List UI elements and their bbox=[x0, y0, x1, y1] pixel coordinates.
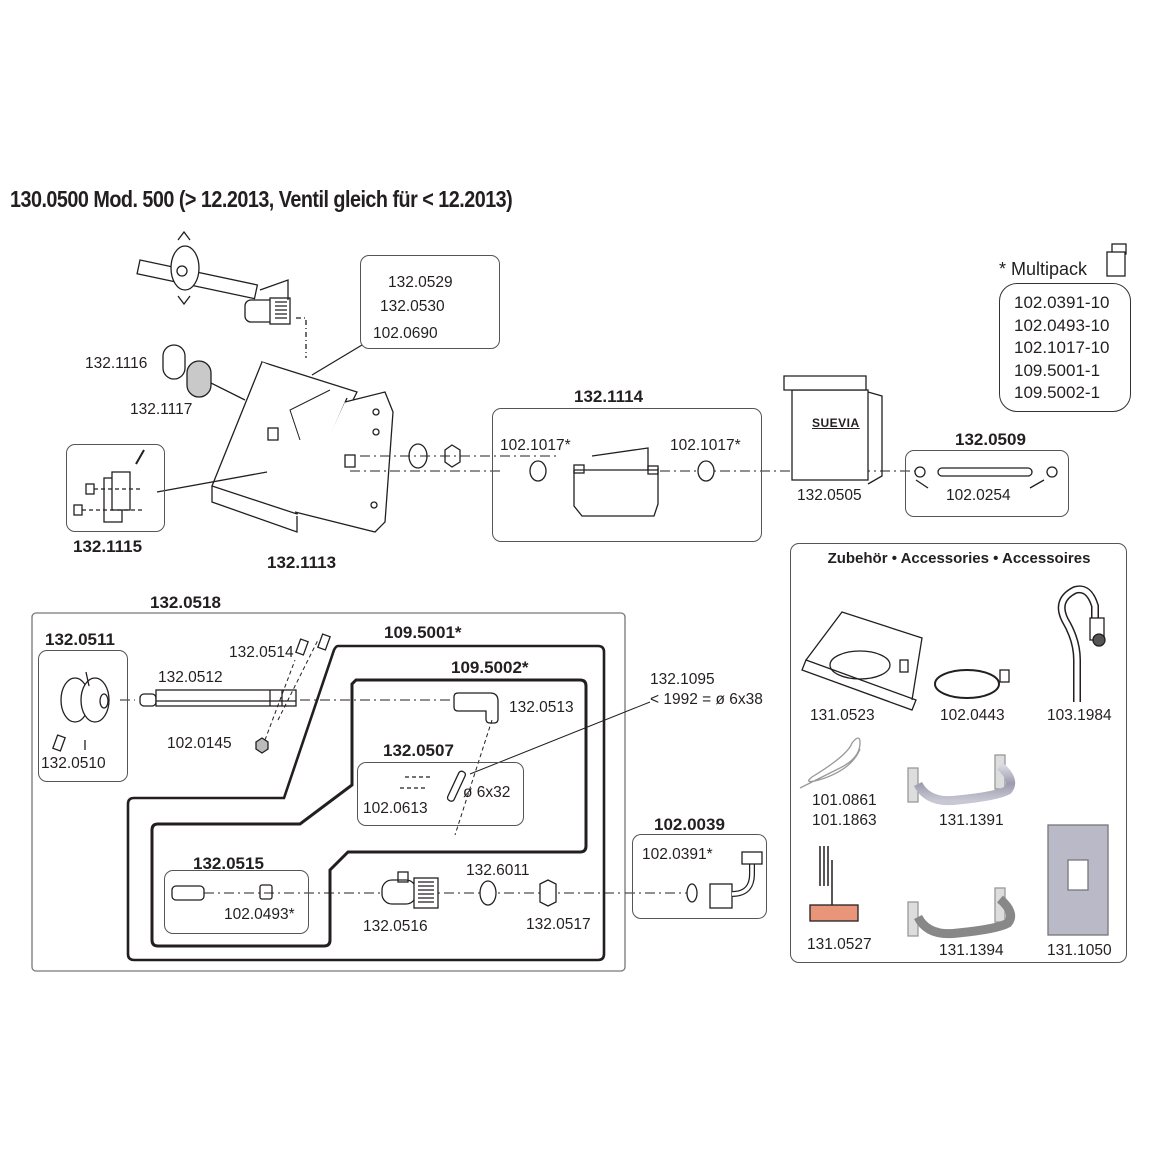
multipack-item: 102.1017-10 bbox=[1014, 338, 1110, 357]
part-label-bushing-left: 102.1017* bbox=[500, 437, 571, 454]
part-label-plate: 102.0690 bbox=[373, 325, 438, 342]
part-label-bracket-kit: 132.1115 bbox=[73, 537, 143, 556]
part-label-bolt: 132.0529 bbox=[388, 274, 453, 291]
accessory-drawing-131-0523 bbox=[801, 611, 923, 711]
accessory-label: 131.0527 bbox=[807, 936, 872, 953]
multipack-box-icon bbox=[1106, 243, 1127, 277]
lever-group-frame bbox=[38, 650, 128, 782]
lever-drawing bbox=[52, 671, 110, 752]
brand-logo: SUEVIA bbox=[812, 416, 860, 430]
elbow-kit-frame bbox=[632, 834, 767, 919]
part-label-cover-grey: 132.1117 bbox=[130, 401, 193, 418]
accessory-drawing-131-1391 bbox=[907, 754, 1016, 806]
valve-box-title: 132.1114 bbox=[574, 387, 644, 406]
part-label-rod-nut: 102.0254 bbox=[946, 487, 1011, 504]
part-label-cover-plain: 132.1116 bbox=[85, 355, 148, 372]
accessory-drawing-101-0861 bbox=[799, 737, 861, 789]
valve-block-drawing bbox=[529, 447, 715, 517]
part-label-lock-nut: 132.0517 bbox=[526, 916, 591, 933]
multipack-item: 109.5002-1 bbox=[1014, 383, 1101, 402]
part-label-housing: 132.1113 bbox=[267, 553, 337, 572]
filter-kit-frame bbox=[164, 870, 309, 934]
shaft-drawing bbox=[120, 633, 455, 754]
accessory-label: 131.0523 bbox=[810, 707, 875, 724]
valve-box-frame bbox=[492, 408, 762, 542]
multipack-item: 102.0493-10 bbox=[1014, 315, 1110, 335]
elbow-kit-title: 102.0039 bbox=[654, 815, 725, 834]
leader-line bbox=[156, 471, 268, 493]
rod-kit-title: 132.0509 bbox=[955, 430, 1026, 449]
multipack-heading: * Multipack bbox=[999, 259, 1088, 279]
rod-kit-frame bbox=[905, 450, 1069, 517]
kit-outer-title: 109.5001* bbox=[384, 623, 462, 642]
accessories-frame bbox=[790, 543, 1127, 963]
part-label-filter-insert: 102.0493* bbox=[224, 906, 295, 923]
filter-kit-title: 132.0515 bbox=[193, 854, 264, 873]
lever-group-title: 132.0511 bbox=[45, 630, 115, 649]
page-title: 130.0500 Mod. 500 (> 12.2013, Ventil gle… bbox=[10, 186, 513, 212]
accessory-label: 101.1863 bbox=[812, 812, 877, 829]
top-valve-drawing bbox=[136, 230, 307, 358]
part-label-shaft: 132.0512 bbox=[158, 669, 223, 686]
part-label-bolt-lower: 132.0514 bbox=[229, 644, 294, 661]
kit-inner-title: 109.5002* bbox=[451, 658, 529, 677]
accessory-drawing-131-1394 bbox=[907, 887, 1016, 939]
part-label-elbow-seal: 102.0391* bbox=[642, 846, 713, 863]
control-box-drawing bbox=[783, 375, 883, 485]
part-label-pin-size: ø 6x32 bbox=[463, 784, 511, 801]
part-label-lever-screw: 132.0510 bbox=[41, 755, 106, 772]
part-label-nut-lower: 102.0145 bbox=[167, 735, 232, 752]
leader-line bbox=[204, 379, 246, 401]
accessory-label: 131.1391 bbox=[939, 812, 1004, 829]
accessory-drawing-102-0443 bbox=[934, 669, 1010, 699]
part-label-washer: 132.0530 bbox=[380, 298, 445, 315]
pin-note-code: 132.1095 bbox=[650, 671, 715, 688]
part-label-lever-plate: 132.0513 bbox=[509, 699, 574, 716]
accessory-label: 131.1050 bbox=[1047, 942, 1112, 959]
accessories-title: Zubehör • Accessories • Accessoires bbox=[827, 550, 1091, 567]
accessory-drawing-131-0527 bbox=[809, 846, 859, 922]
pin-kit-title: 132.0507 bbox=[383, 741, 454, 760]
part-label-control-box: 132.0505 bbox=[797, 487, 862, 504]
cover-plain-drawing bbox=[162, 344, 186, 380]
accessory-label: 101.0861 bbox=[812, 792, 877, 809]
leader-line bbox=[311, 344, 363, 376]
accessory-label: 131.1394 bbox=[939, 942, 1004, 959]
accessory-label: 102.0443 bbox=[940, 707, 1005, 724]
bracket-kit-drawing bbox=[73, 449, 145, 523]
valve-body-drawing bbox=[381, 871, 439, 909]
part-label-cotter: 102.0613 bbox=[363, 800, 428, 817]
housing-drawing bbox=[211, 361, 394, 533]
bolt-group-frame bbox=[360, 255, 500, 349]
accessory-drawing-103-1984 bbox=[1057, 585, 1106, 702]
pin-drawing bbox=[400, 701, 651, 836]
accessory-label: 103.1984 bbox=[1047, 707, 1112, 724]
multipack-item: 109.5001-1 bbox=[1014, 360, 1101, 380]
pin-note-size: < 1992 = ø 6x38 bbox=[650, 691, 763, 708]
part-label-bushing-right: 102.1017* bbox=[670, 437, 741, 454]
rod-drawing bbox=[914, 466, 1058, 489]
accessory-drawing-131-1050 bbox=[1047, 824, 1109, 936]
multipack-list: 102.0391-10 102.0493-10 102.1017-10 109.… bbox=[1014, 292, 1109, 405]
part-label-gasket: 132.6011 bbox=[466, 862, 530, 879]
part-label-valve-body: 132.0516 bbox=[363, 918, 428, 935]
bracket-kit-frame bbox=[66, 444, 165, 532]
multipack-item: 102.0391-10 bbox=[1014, 293, 1110, 312]
cover-grey-drawing bbox=[186, 360, 212, 398]
pin-kit-frame bbox=[357, 762, 524, 826]
lower-assembly-title: 132.0518 bbox=[150, 593, 221, 612]
lever-plate-drawing bbox=[453, 692, 499, 724]
multipack-list-frame bbox=[999, 283, 1131, 412]
